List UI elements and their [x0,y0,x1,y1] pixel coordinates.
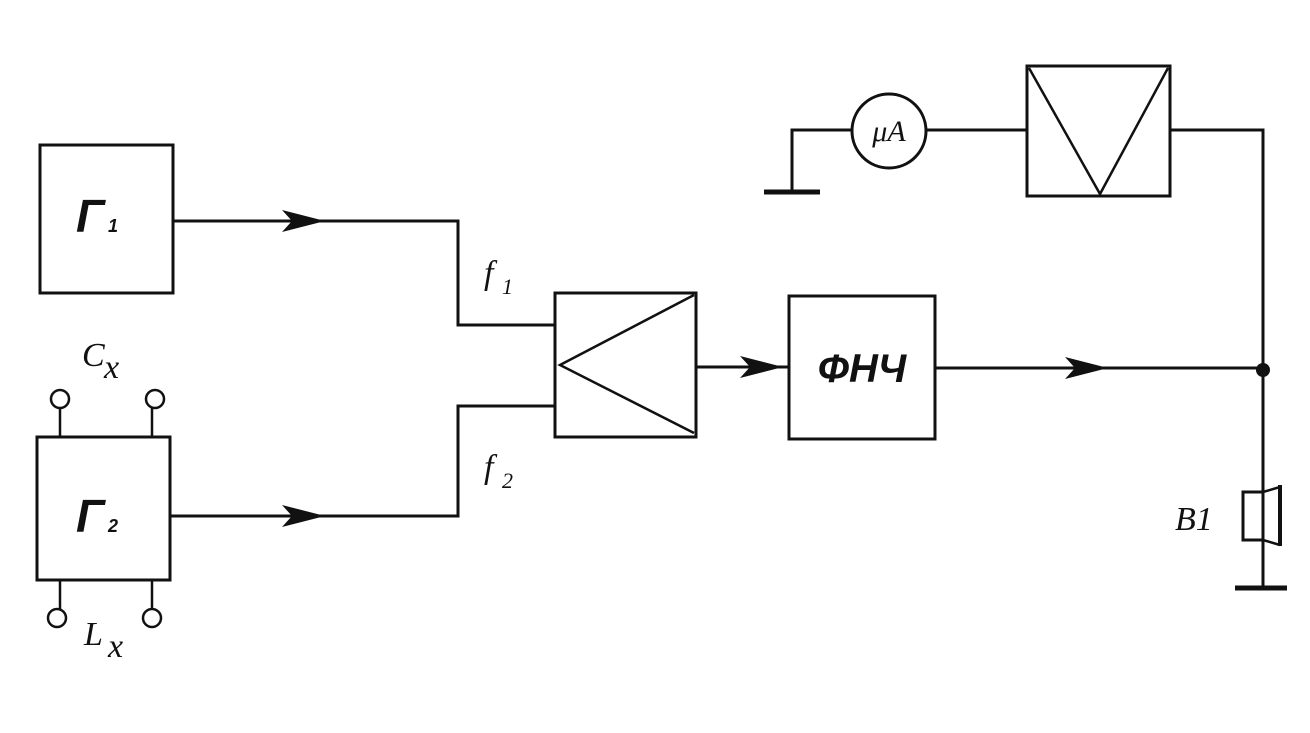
wire-mixer-to-filter [694,356,791,378]
f1-subscript: 1 [502,274,513,299]
wire-g2-to-mixer [168,404,557,527]
speaker-label: B1 [1175,501,1213,538]
arrow-icon [740,356,783,378]
filter-label: ФНЧ [818,347,907,391]
f2-label: f [484,449,498,486]
low-pass-filter-block: ФНЧ [787,294,937,441]
cx-terminals: C x [49,337,166,437]
generator-2-label: Г [76,490,106,542]
wire-meter-to-ground [790,128,854,194]
f2-subscript: 2 [502,468,513,493]
arrow-icon [1065,357,1108,379]
lx-terminals: L x [46,580,163,665]
generator-2-subscript: 2 [107,516,118,536]
meter-label: μA [871,115,906,148]
detector-block [1025,64,1172,198]
f1-label: f [484,255,498,292]
wire-filter-to-junction [933,357,1265,379]
arrow-icon [282,505,325,527]
wire-g1-to-mixer [171,210,557,327]
speaker: B1 [1175,485,1282,547]
lx-label: L [83,616,103,653]
generator-1-label: Г [76,190,106,242]
generator-1-subscript: 1 [108,216,118,236]
generator-1: Г 1 [38,143,175,295]
mixer-block [553,291,698,439]
cx-subscript: x [103,349,119,386]
microammeter: μA [850,92,928,170]
lx-subscript: x [107,628,123,665]
wire-junction-to-rectifier [1168,128,1265,370]
generator-2: Г 2 [35,435,172,582]
arrow-icon [282,210,325,232]
cx-label: C [82,337,105,374]
